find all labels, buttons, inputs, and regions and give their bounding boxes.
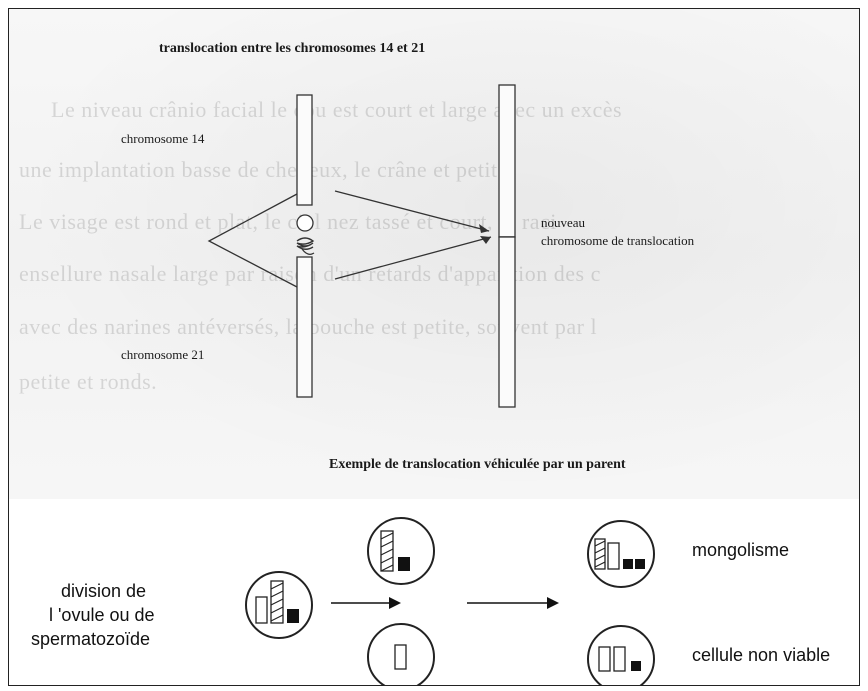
gamete-upper-hatched-chromosome — [380, 530, 394, 572]
outcome-label-nonviable: cellule non viable — [692, 645, 831, 665]
outcome-mongolisme-small-chromosome-2 — [635, 559, 645, 569]
gamete-lower-chromosome — [394, 644, 407, 670]
centromere-fragment-circle — [296, 214, 314, 232]
parent-cell-small-chromosome — [287, 609, 299, 623]
ghost-text-line-2: une implantation basse de cheveux, le cr… — [19, 157, 514, 182]
translocation-chromosome-upper — [498, 84, 516, 238]
parent-cell-chromosome-open — [255, 596, 268, 624]
arrow-lower-to-new — [334, 236, 492, 280]
arrowhead-upper — [479, 224, 489, 233]
chromosome-21-long-arm — [296, 256, 313, 398]
ghost-text-line-1: Le niveau crânio facial le cou est court… — [51, 97, 623, 122]
loss-bracket — [207, 193, 298, 288]
chromosome-21-label: chromosome 21 — [121, 347, 205, 362]
scanned-page-background — [9, 9, 859, 499]
division-label-line2: l 'ovule ou de — [49, 605, 155, 625]
division-label-line3: spermatozoïde — [31, 629, 151, 649]
bottom-diagram-title: Exemple de translocation véhiculée par u… — [329, 457, 626, 472]
translocation-diagram — [207, 84, 655, 685]
fertilization-arrowhead — [547, 597, 559, 609]
division-label-line1: division de — [61, 581, 147, 601]
new-chromosome-label-line2: chromosome de translocation — [541, 233, 695, 248]
chromosome-14-label: chromosome 14 — [121, 131, 205, 146]
parent-cell-hatched-chromosome — [270, 580, 284, 624]
outcome-nonviable-small-chromosome — [631, 661, 641, 671]
ghost-text-line-6: petite et ronds. — [19, 369, 158, 394]
gamete-cell-upper-circle — [367, 517, 435, 585]
gamete-upper-small-chromosome — [398, 557, 410, 571]
outcome-mongolisme-small-chromosome-1 — [623, 559, 633, 569]
outcome-nonviable-open-chromosome-1 — [598, 646, 611, 672]
outcome-nonviable-open-chromosome-2 — [613, 646, 626, 672]
figure-frame: Le niveau crânio facial le cou est court… — [8, 8, 860, 686]
top-diagram-title: translocation entre les chromosomes 14 e… — [159, 41, 426, 56]
short-arm-fragment-scribble — [296, 237, 315, 250]
new-chromosome-label-line1: nouveau — [541, 215, 586, 230]
division-arrowhead-1 — [389, 597, 401, 609]
translocation-chromosome-lower — [498, 236, 516, 408]
short-arm-fragment-hook — [301, 248, 315, 255]
outcome-mongolisme-hatched-chromosome — [594, 538, 606, 570]
outcome-label-mongolisme: mongolisme — [692, 540, 790, 560]
outcome-mongolisme-open-chromosome — [607, 542, 620, 570]
arrowhead-lower — [480, 236, 491, 244]
outcome-cell-mongolisme-circle — [587, 520, 655, 588]
arrow-upper-to-new — [334, 190, 490, 232]
chromosome-14-upper-arm — [296, 94, 313, 206]
ghost-text-line-3: Le visage est rond et plat, le ciel nez … — [19, 209, 557, 234]
